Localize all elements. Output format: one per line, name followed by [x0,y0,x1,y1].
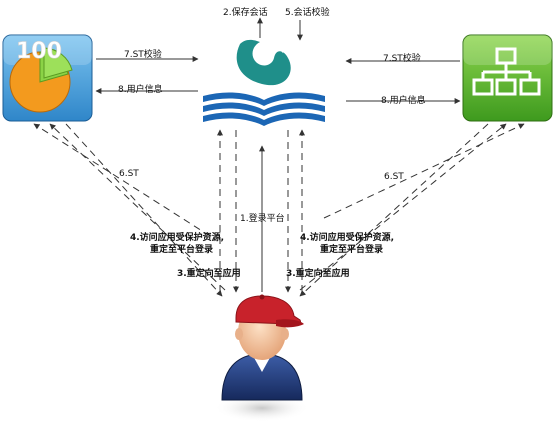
arrow-st-left [33,123,211,237]
label-session-check: 5.会话校验 [285,8,330,18]
tile-100-text: 100 [16,39,62,64]
flow-arrows [95,17,461,292]
label-st-right: 6.ST [384,172,404,182]
arrow-redirect-to-user-left [65,123,223,297]
label-access-left-line2: 重定至平台登录 [150,245,214,255]
label-user-info-right: 8.用户信息 [381,96,426,106]
arrow-redirect-to-user-right [299,123,489,297]
left-app-tile: 100 [2,34,93,122]
arrow-access-right [299,123,507,291]
label-user-info-left: 8.用户信息 [118,85,163,95]
label-st-check-right: 7.ST校验 [383,54,421,64]
book-logo-icon [203,39,325,126]
user-avatar-icon [214,294,310,422]
network-org-chart-icon [472,47,541,96]
label-st-left: 6.ST [119,169,139,179]
dashed-flow-arrows [33,123,525,297]
arrow-access-left [49,123,226,291]
label-login-platform: 1.登录平台 [240,214,285,224]
label-redirect-left: 3.重定向至应用 [177,269,241,279]
label-redirect-right: 3.重定向至应用 [286,269,350,279]
label-access-left-line1: 4.访问应用受保护资源, [130,233,225,243]
label-save-session: 2.保存会话 [223,8,268,18]
pie-chart-100-icon: 100 [9,39,73,113]
right-app-tile [462,34,553,122]
label-access-right-line2: 重定至平台登录 [320,245,384,255]
label-st-check-left: 7.ST校验 [124,50,162,60]
arrow-st-right [323,123,525,219]
label-access-right-line1: 4.访问应用受保护资源, [300,233,395,243]
